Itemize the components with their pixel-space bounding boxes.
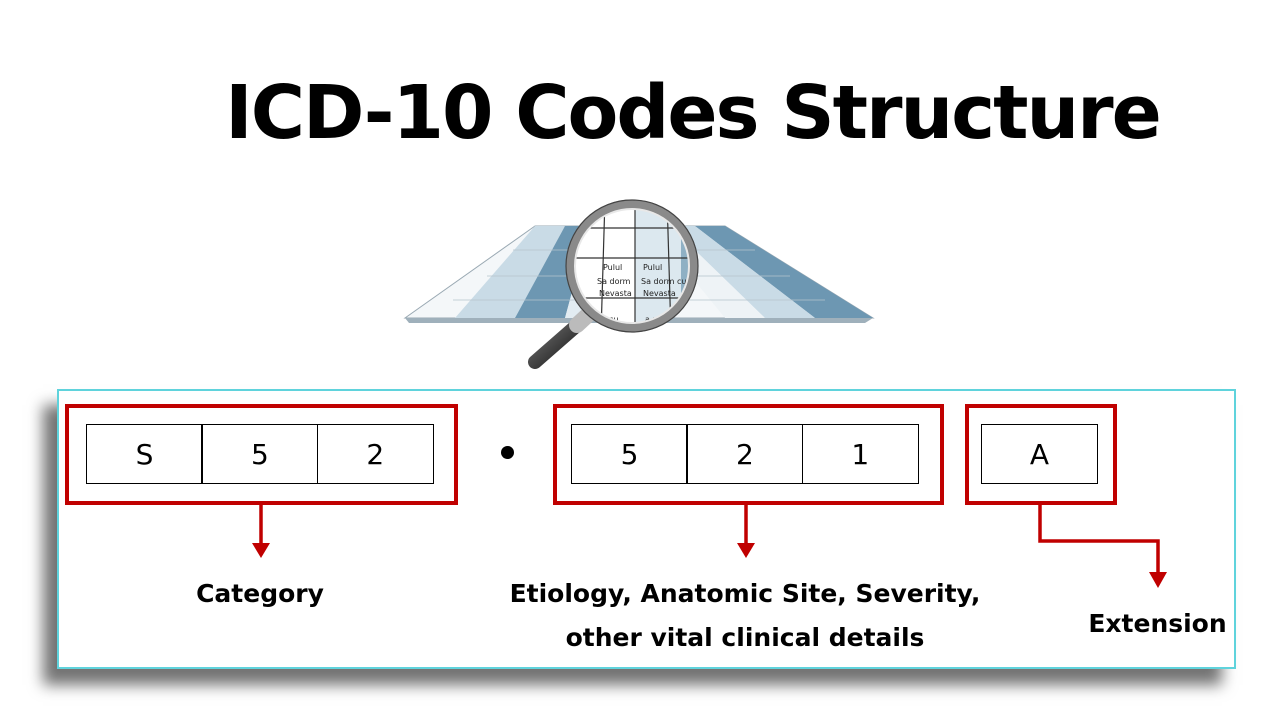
- category-group-frame: [65, 404, 458, 505]
- extension-characters: A: [981, 424, 1098, 484]
- etiology-arrow-head: [737, 543, 755, 558]
- etiology-label-line-2: other vital clinical details: [565, 623, 925, 652]
- svg-text:Pulul: Pulul: [603, 263, 622, 272]
- svg-text:Nevasta: Nevasta: [643, 289, 676, 298]
- code-char-4: 5: [571, 424, 688, 484]
- extension-label: Extension: [1088, 609, 1227, 638]
- page-title: ICD-10 Codes Structure: [225, 70, 1162, 156]
- etiology-characters: 5 2 1: [571, 424, 919, 484]
- code-char-6: 1: [801, 424, 919, 484]
- svg-text:Nevasta: Nevasta: [599, 289, 632, 298]
- svg-text:Sa dorm: Sa dorm: [597, 277, 631, 286]
- code-char-7: A: [981, 424, 1098, 484]
- code-char-5: 2: [686, 424, 804, 484]
- category-label: Category: [196, 579, 324, 608]
- etiology-label: Etiology, Anatomic Site, Severity, other…: [480, 572, 1010, 660]
- etiology-group-frame: [553, 404, 944, 505]
- category-arrow-head: [252, 543, 270, 558]
- magnifier-over-table-icon: Pulul Pulul Sa dorm Sa dorm cu Nevasta N…: [403, 199, 875, 369]
- extension-group-frame: [965, 404, 1117, 505]
- code-char-3: 2: [316, 424, 434, 484]
- decimal-point: [501, 446, 514, 459]
- etiology-label-line-1: Etiology, Anatomic Site, Severity,: [509, 579, 981, 608]
- code-char-2: 5: [201, 424, 319, 484]
- svg-text:Sa dorm cu: Sa dorm cu: [641, 277, 686, 286]
- code-char-1: S: [86, 424, 203, 484]
- category-characters: S 5 2: [86, 424, 434, 484]
- svg-text:Pulul: Pulul: [643, 263, 662, 272]
- extension-arrow-head: [1149, 572, 1167, 588]
- extension-arrow-line: [1038, 505, 1160, 574]
